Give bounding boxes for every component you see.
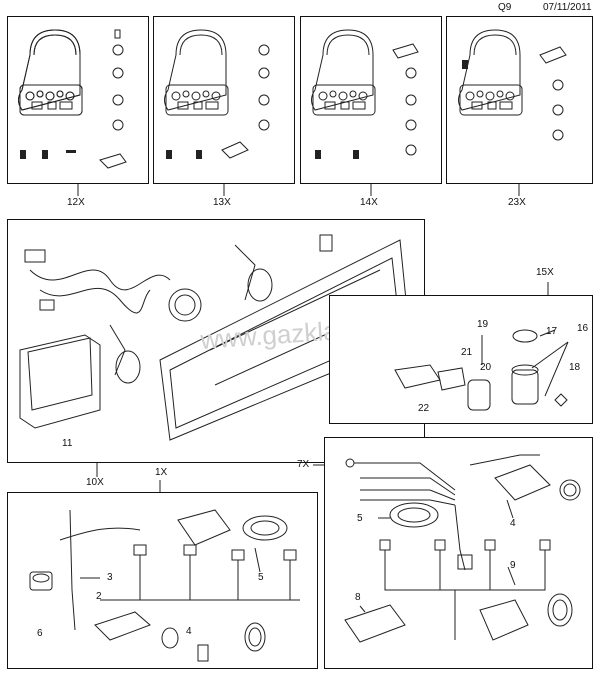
socket-qty-15x: 15X: [536, 267, 554, 278]
kit-qty-12x: 12X: [67, 197, 85, 208]
kit-qty-14x: 14X: [360, 197, 378, 208]
item-number-6: 6: [37, 628, 43, 639]
item-number-2: 2: [96, 591, 102, 602]
bulb-kit-13x: [164, 29, 270, 159]
bulb-kits-drawing: [18, 29, 567, 196]
page-code: Q9: [498, 2, 512, 13]
item-number-19: 19: [477, 319, 489, 330]
item-number-17: 17: [546, 326, 558, 337]
socket-panel: [329, 295, 593, 424]
page-date: 07/11/2011: [543, 2, 592, 13]
item-number-4-right: 4: [510, 518, 516, 529]
kit-qty-23x: 23X: [508, 197, 526, 208]
item-number-22: 22: [418, 403, 430, 414]
item-number-5-right: 5: [357, 513, 363, 524]
harness-right-panel: [324, 437, 593, 669]
item-number-16: 16: [577, 323, 589, 334]
item-number-18: 18: [569, 362, 581, 373]
item-number-11: 11: [62, 438, 73, 449]
bulb-kit-12x: [18, 29, 127, 169]
plate-qty-10x: 10X: [86, 477, 104, 488]
item-number-5-left: 5: [258, 572, 264, 583]
item-number-9: 9: [510, 560, 516, 571]
item-number-8: 8: [355, 592, 361, 603]
harness-left-qty-1x: 1X: [155, 467, 168, 478]
bulb-kit-panel-23x: [446, 16, 593, 184]
item-number-4-left: 4: [186, 626, 192, 637]
bulb-kit-14x: [311, 29, 419, 159]
item-number-21: 21: [461, 347, 473, 358]
item-number-3: 3: [107, 572, 113, 583]
kit-qty-13x: 13X: [213, 197, 231, 208]
bulb-kit-23x: [458, 29, 567, 141]
harness-right-qty-7x: 7X: [297, 459, 310, 470]
item-number-20: 20: [480, 362, 492, 373]
